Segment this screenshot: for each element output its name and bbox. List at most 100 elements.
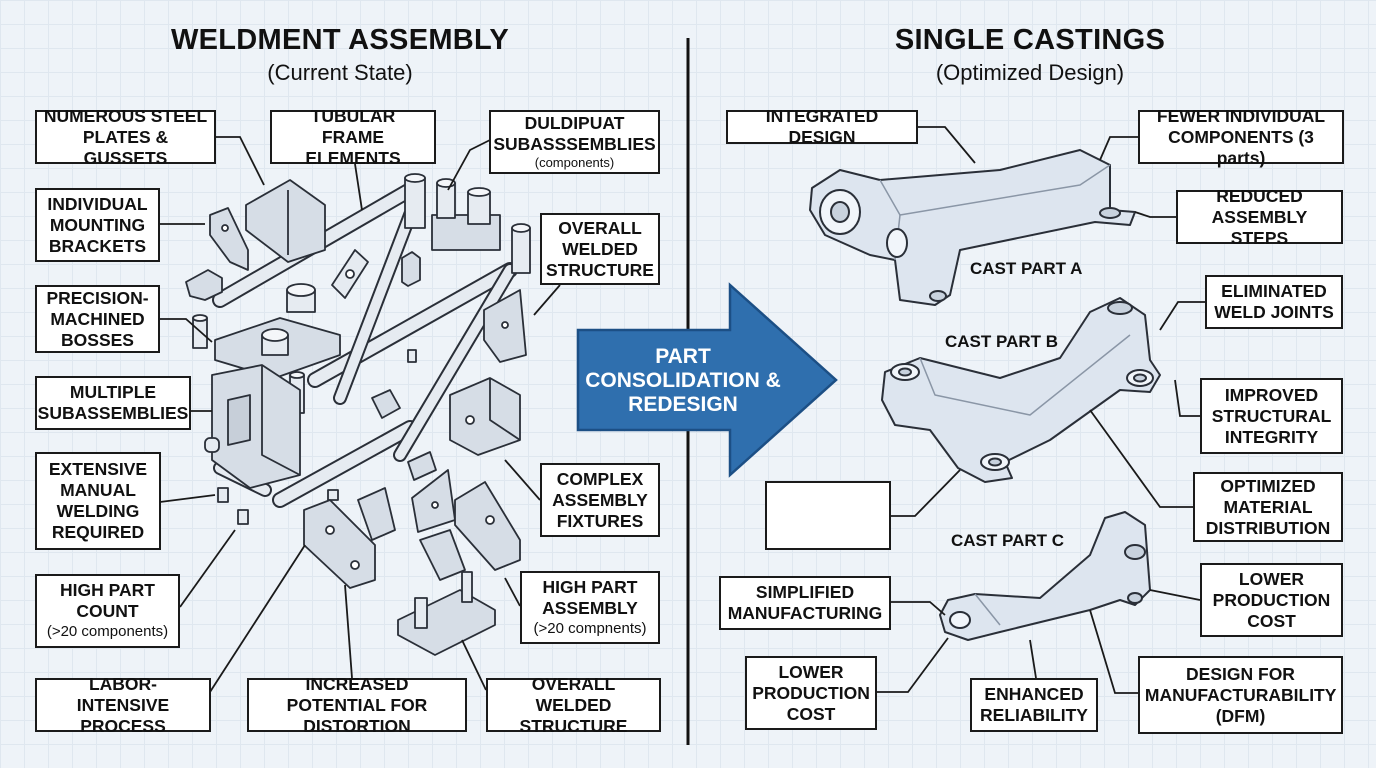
cast-part-a-label: CAST PART A <box>970 259 1083 278</box>
leader-blank <box>891 469 961 517</box>
boss-base-plate <box>214 283 341 379</box>
high-count-note: (>20 components) <box>46 623 169 641</box>
label-bosses: PRECISION-MACHINED BOSSES <box>35 285 160 353</box>
label-distortion: INCREASED POTENTIAL FOR DISTORTION <box>247 674 467 736</box>
label-optimized-distribution: OPTIMIZED MATERIAL DISTRIBUTION <box>1193 472 1343 542</box>
label-multiple-subassemblies: MULTIPLE SUBASSEMBLIES <box>35 376 191 430</box>
leader-overall-bottom <box>461 639 487 691</box>
cast-part-b-label: CAST PART B <box>945 332 1059 351</box>
label-integrated-design: INTEGRATED DESIGN <box>726 106 918 147</box>
label-mounting-brackets: INDIVIDUAL MOUNTING BRACKETS <box>35 188 160 262</box>
label-reduced-steps: REDUCED ASSEMBLY STEPS <box>1176 186 1343 248</box>
leader-distortion <box>344 584 353 679</box>
castings-title: SINGLE CASTINGS <box>894 24 1166 56</box>
label-fewer-components: FEWER INDIVIDUAL COMPONENTS (3 parts) <box>1138 106 1344 168</box>
leader-tubular <box>354 163 363 211</box>
left-leader-lines <box>159 136 561 693</box>
label-blank-box <box>765 481 891 550</box>
label-lower-cost-left: LOWER PRODUCTION COST <box>745 656 877 730</box>
leader-enhanced <box>1029 639 1037 679</box>
diamond-plate <box>331 249 369 299</box>
duldipuat-title: DULDIPUAT SUBASSSEMBLIES <box>493 112 656 154</box>
cast-part-c-label: CAST PART C <box>951 531 1065 550</box>
label-labor-intensive: LABOR-INTENSIVE PROCESS <box>35 674 211 736</box>
leader-reduced <box>1134 211 1176 218</box>
cast-part-c <box>939 511 1151 641</box>
consolidation-arrow <box>576 282 838 478</box>
leader-lower-right <box>1149 589 1201 601</box>
mounting-bracket-1 <box>209 207 249 271</box>
bushing-subassembly <box>431 178 501 251</box>
weldment-subtitle: (Current State) <box>267 60 413 85</box>
leader-plates <box>215 136 265 186</box>
post-1 <box>404 173 426 229</box>
leader-labor <box>209 544 306 693</box>
frame-tube-3 <box>333 208 417 405</box>
label-manual-welding: EXTENSIVE MANUAL WELDING REQUIRED <box>35 452 161 550</box>
label-dfm: DESIGN FOR MANUFACTURABILITY (DFM) <box>1138 656 1343 734</box>
leader-integrated <box>918 126 976 164</box>
label-duldipuat: DULDIPUAT SUBASSSEMBLIES (components) <box>489 110 660 174</box>
post-2 <box>511 223 531 274</box>
frame-tube-5 <box>393 263 517 462</box>
label-plates-gussets: NUMEROUS STEEL PLATES & GUSSETS <box>35 106 216 168</box>
duldipuat-note: (components) <box>534 154 615 170</box>
angle-bracket-right <box>483 289 527 363</box>
leader-high-count <box>179 529 236 608</box>
leader-fixtures <box>504 459 541 501</box>
label-high-part-assembly: HIGH PART ASSEMBLY (>20 compnents) <box>520 571 660 644</box>
high-assembly-title: HIGH PART ASSEMBLY <box>542 576 638 618</box>
leader-improved <box>1174 379 1200 417</box>
lower-bracket-3 <box>407 451 437 481</box>
leader-welding <box>159 494 216 503</box>
fixture-base <box>397 571 496 656</box>
lower-bracket-6 <box>419 529 466 581</box>
fastener-4 <box>407 349 417 363</box>
leader-eliminated <box>1159 301 1205 331</box>
label-eliminated-welds: ELIMINATED WELD JOINTS <box>1205 275 1343 329</box>
post-4 <box>192 314 208 349</box>
label-high-part-count: HIGH PART COUNT (>20 components) <box>35 574 180 648</box>
high-count-title: HIGH PART COUNT <box>60 580 155 622</box>
label-tubular-frame: TUBULAR FRAME ELEMENTS <box>270 106 436 168</box>
label-enhanced-reliability: ENHANCED RELIABILITY <box>970 678 1098 732</box>
box-subassembly <box>211 364 301 489</box>
mounting-bracket-2 <box>185 269 223 301</box>
small-bracket-center <box>371 389 401 419</box>
leader-optimized <box>1089 409 1193 508</box>
gusset-plate-top <box>245 179 326 263</box>
weldment-title: WELDMENT ASSEMBLY <box>170 24 510 56</box>
right-leader-lines <box>877 126 1205 694</box>
leader-lower-left <box>877 637 949 693</box>
high-assembly-note: (>20 compnents) <box>533 619 647 637</box>
leader-overall-top <box>533 284 561 316</box>
leader-dfm <box>1089 609 1138 694</box>
leader-fewer <box>1099 136 1138 161</box>
cast-part-a <box>809 149 1136 306</box>
cast-part-b <box>881 297 1161 483</box>
weldment-exploded-parts <box>185 173 531 656</box>
label-complex-fixtures: COMPLEX ASSEMBLY FIXTURES <box>540 463 660 537</box>
leader-bosses <box>160 318 213 343</box>
leader-high-assembly <box>504 577 521 607</box>
label-lower-cost-right: LOWER PRODUCTION COST <box>1200 563 1343 637</box>
label-simplified-manufacturing: SIMPLIFIED MANUFACTURING <box>719 576 891 630</box>
fastener-2 <box>217 487 229 503</box>
frame-tube-4 <box>272 420 418 508</box>
fastener-5 <box>327 489 339 501</box>
consolidation-arrow-label: PART CONSOLIDATION & REDESIGN <box>585 345 781 417</box>
hook-bracket <box>401 251 421 287</box>
lower-bracket-4 <box>411 469 456 533</box>
leader-duldipuat <box>447 139 491 191</box>
label-overall-welded-top: OVERALL WELDED STRUCTURE <box>540 213 660 285</box>
label-overall-welded-bottom: OVERALL WELDED STRUCTURE <box>486 674 661 736</box>
lower-bracket-5 <box>454 481 521 571</box>
leader-simplified <box>891 601 946 616</box>
fastener-1 <box>204 437 220 453</box>
fastener-3 <box>237 509 249 525</box>
lower-bracket-2 <box>357 487 396 541</box>
fixture-block <box>449 377 521 456</box>
castings-subtitle: (Optimized Design) <box>935 60 1125 85</box>
